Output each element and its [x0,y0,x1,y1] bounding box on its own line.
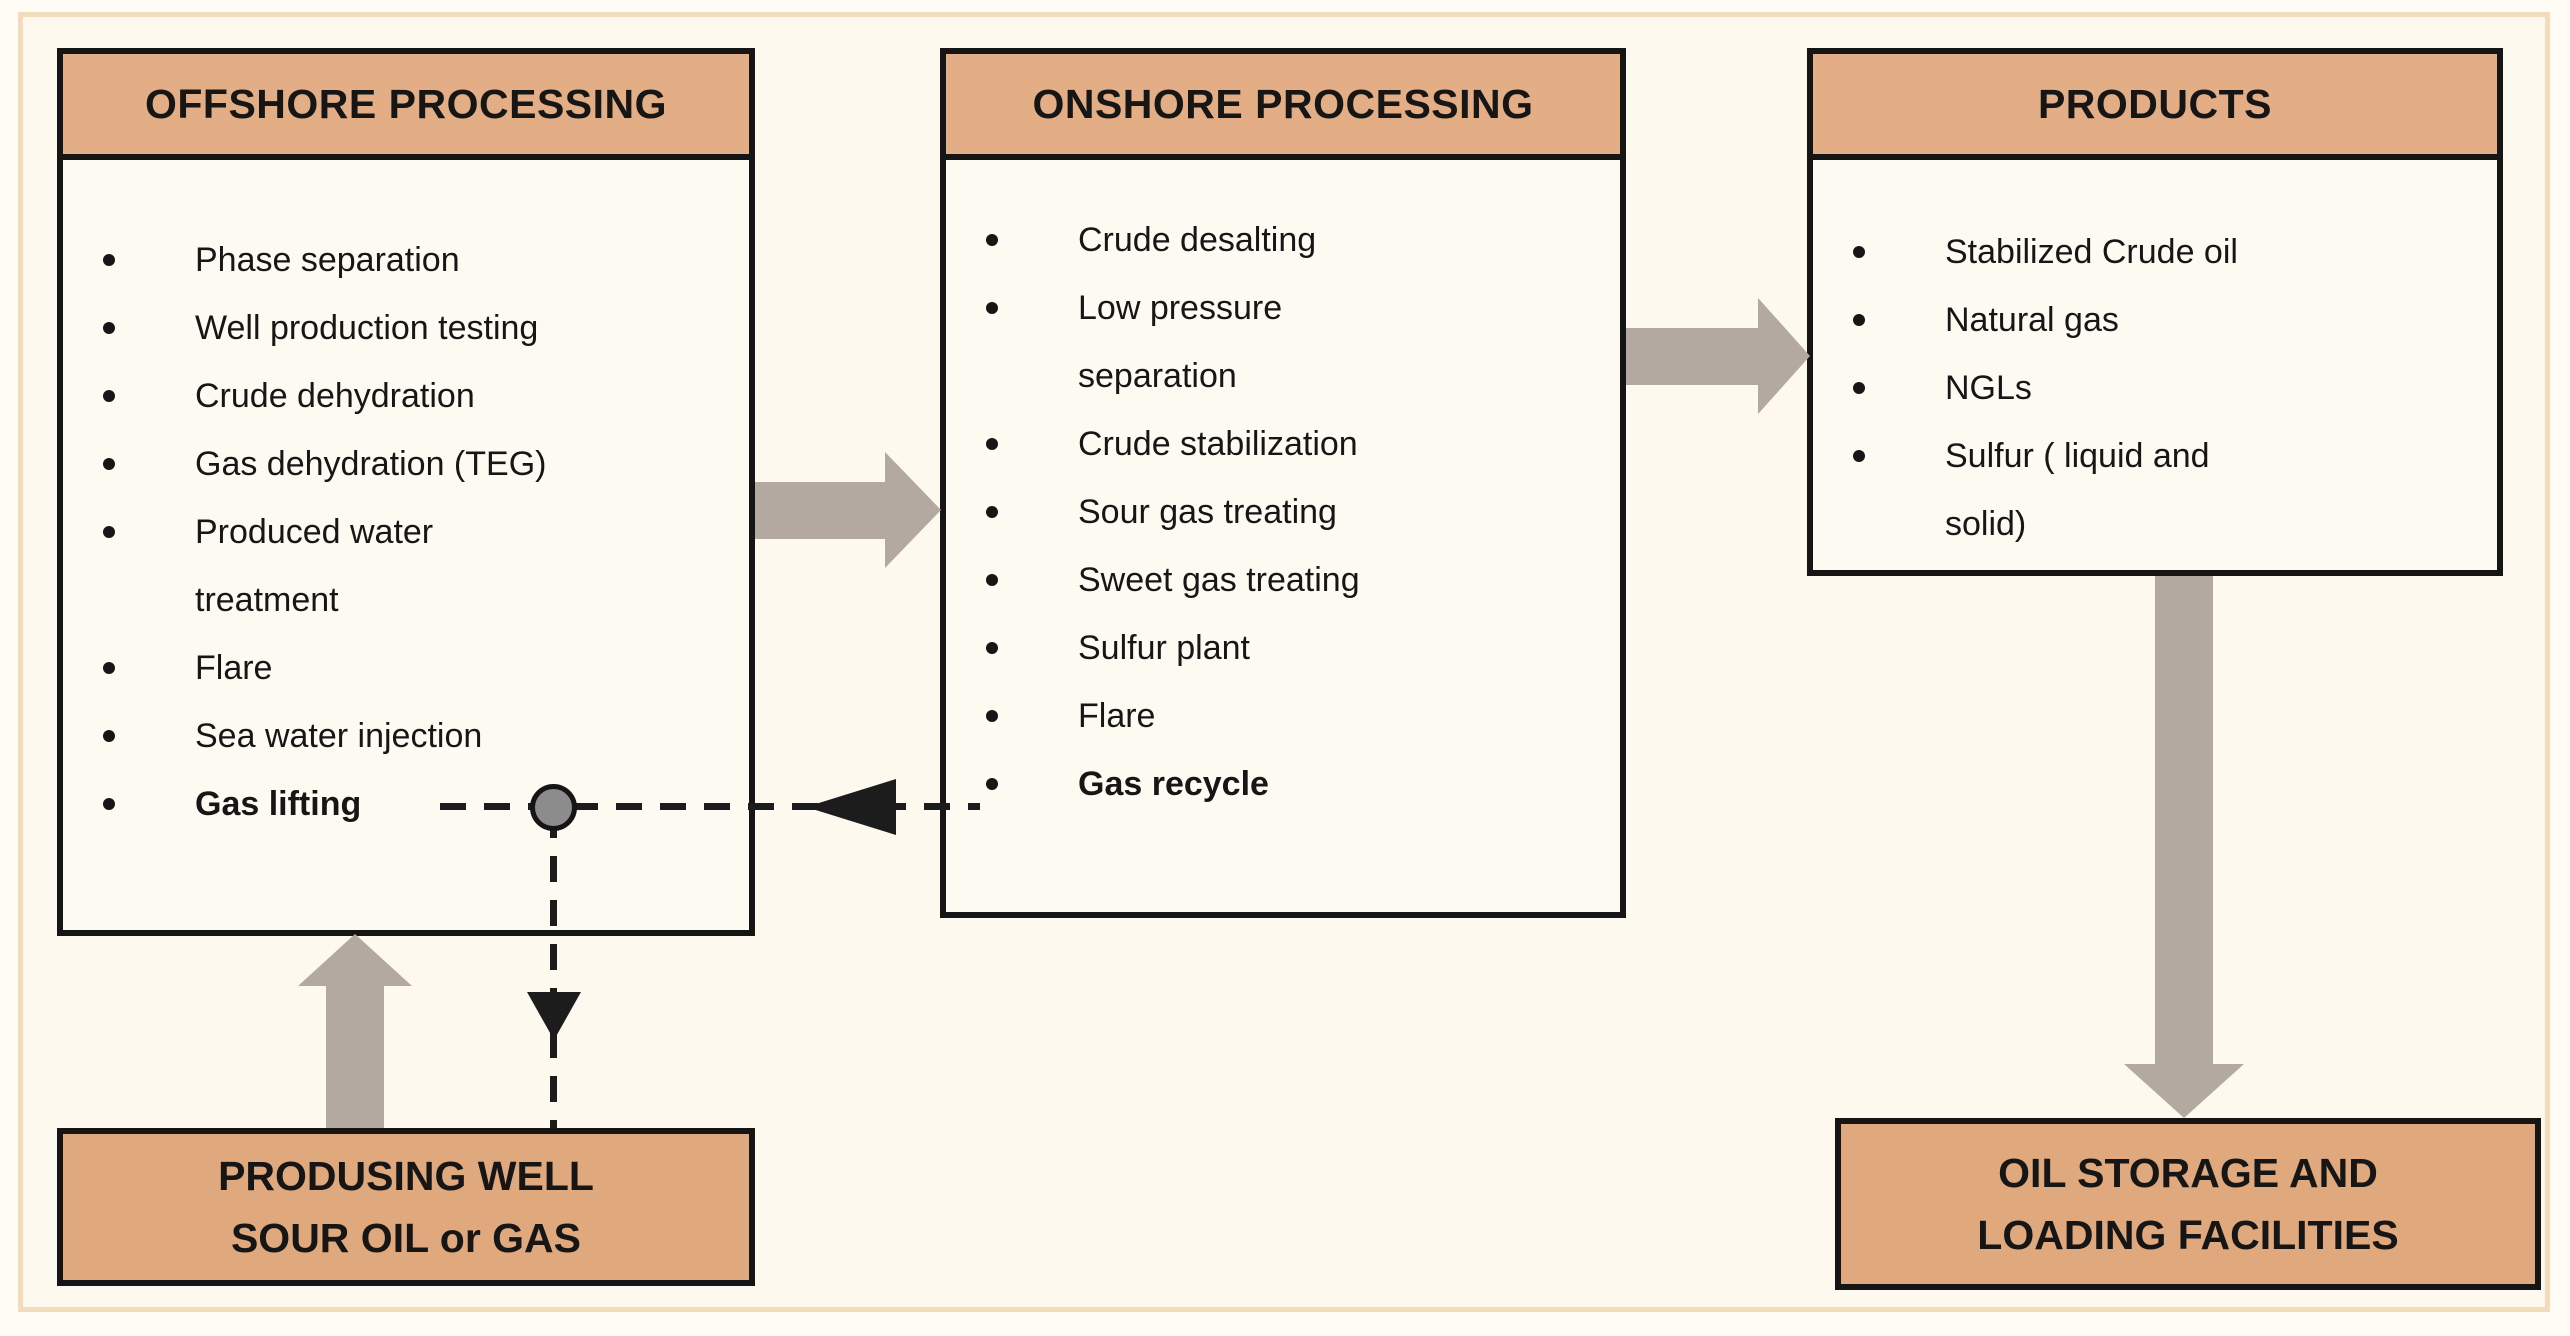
list-item: Low pressure separation [946,274,1620,410]
list-item: Sour gas treating [946,478,1620,546]
list-item: Stabilized Crude oil [1813,218,2497,286]
list-item-gas-lifting: Gas lifting [63,770,749,838]
products-header: PRODUCTS [1813,54,2497,160]
oil-storage-label: OIL STORAGE AND LOADING FACILITIES [1977,1150,2399,1258]
list-item: Gas dehydration (TEG) [63,430,749,498]
list-item: Sweet gas treating [946,546,1620,614]
list-item: Sea water injection [63,702,749,770]
offshore-processing-box: OFFSHORE PROCESSING Phase separation Wel… [57,48,755,936]
arrow-head-right-icon [885,452,941,568]
list-item: Crude desalting [946,206,1620,274]
list-item: Sulfur plant [946,614,1620,682]
list-item: Phase separation [63,226,749,294]
gas-lift-dashed-line-vertical [550,812,557,1128]
list-item: Crude dehydration [63,362,749,430]
arrow-head-right-icon [1758,298,1810,414]
dashed-arrowhead-left-icon [806,779,896,835]
arrow-shaft [1626,328,1758,385]
arrow-shaft [326,984,384,1128]
list-item: Produced water treatment [63,498,749,634]
offshore-processing-list: Phase separation Well production testing… [63,160,749,838]
onshore-processing-title: ONSHORE PROCESSING [1032,80,1534,127]
offshore-processing-title: OFFSHORE PROCESSING [144,80,668,127]
list-item: Flare [946,682,1620,750]
arrow-head-down-icon [2124,1064,2244,1118]
onshore-processing-list: Crude desalting Low pressure separation … [946,160,1620,818]
offshore-processing-header: OFFSHORE PROCESSING [63,54,749,160]
arrow-head-up-icon [298,934,412,986]
gas-recycle-dashed-line-horizontal [440,803,980,810]
onshore-processing-header: ONSHORE PROCESSING [946,54,1620,160]
products-box: PRODUCTS Stabilized Crude oil Natural ga… [1807,48,2503,576]
connector-node-circle [530,784,577,831]
producing-well-box: PRODUSING WELL SOUR OIL or GAS [57,1128,755,1286]
list-item: Crude stabilization [946,410,1620,478]
list-item-gas-recycle: Gas recycle [946,750,1620,818]
list-item: NGLs [1813,354,2497,422]
onshore-processing-box: ONSHORE PROCESSING Crude desalting Low p… [940,48,1626,918]
list-item: Well production testing [63,294,749,362]
products-list: Stabilized Crude oil Natural gas NGLs Su… [1813,160,2497,558]
arrow-shaft [2155,576,2213,1066]
dashed-arrowhead-down-icon [527,992,581,1040]
arrow-shaft [755,482,885,539]
list-item: Flare [63,634,749,702]
products-title: PRODUCTS [2037,80,2273,127]
list-item: Sulfur ( liquid and solid) [1813,422,2497,558]
producing-well-label: PRODUSING WELL SOUR OIL or GAS [218,1153,594,1261]
list-item: Natural gas [1813,286,2497,354]
oil-storage-box: OIL STORAGE AND LOADING FACILITIES [1835,1118,2541,1290]
